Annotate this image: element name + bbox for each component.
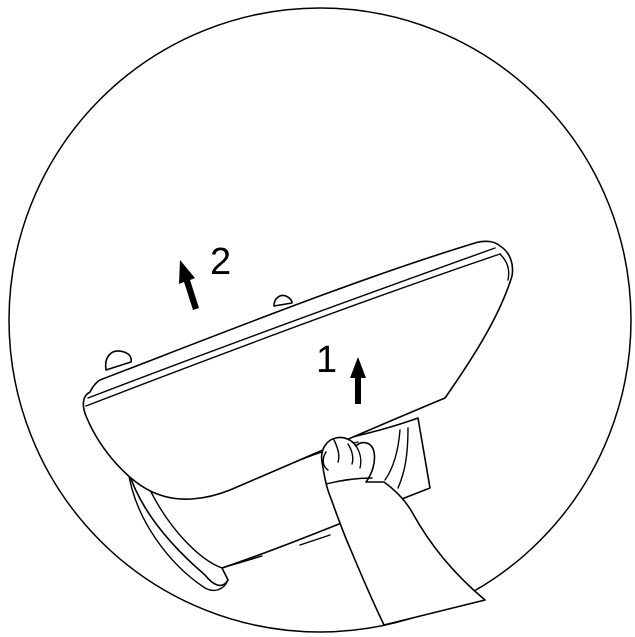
hand-wrist-cuff (325, 477, 373, 485)
left-clip (104, 350, 133, 371)
step-label-2: 2 (210, 241, 231, 283)
base-bottom-edge (221, 534, 331, 569)
base-front-leg (127, 469, 229, 592)
hand-fingers (333, 439, 362, 469)
base-right-leg (384, 427, 409, 489)
lid-body (82, 240, 514, 500)
arrow-2-icon (179, 260, 199, 310)
thumb (322, 451, 329, 471)
rear-clip (273, 294, 293, 307)
arrow-1-icon (350, 357, 366, 404)
lid-right-edge (499, 253, 510, 281)
lid-top-edge-1 (87, 247, 496, 399)
base-inner-edge (149, 489, 223, 569)
lid-top-edge-2 (85, 253, 501, 407)
step-label-1: 1 (316, 339, 337, 381)
hand (320, 436, 486, 626)
